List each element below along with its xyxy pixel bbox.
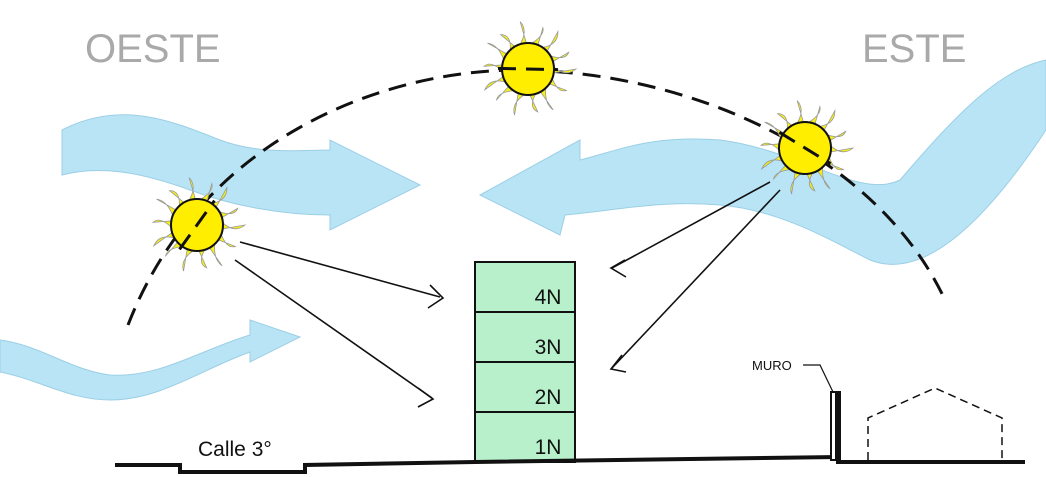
building: 4N 3N 2N 1N xyxy=(474,261,576,463)
radiation-lines-east xyxy=(609,181,781,373)
wall-label: MURO xyxy=(752,358,792,373)
floor-4n xyxy=(474,261,576,313)
floor-label: 2N xyxy=(535,386,562,409)
floor-3n xyxy=(474,311,576,363)
east-label: ESTE xyxy=(862,27,966,71)
floor-label: 4N xyxy=(535,286,562,309)
radiation-lines-west xyxy=(234,241,445,408)
sun-icon xyxy=(482,21,578,116)
wall: MURO xyxy=(752,358,841,461)
wind-arrow-icon xyxy=(61,114,422,231)
neighbor-house-outline xyxy=(867,387,1003,460)
floor-label: 3N xyxy=(535,336,562,359)
west-label: OESTE xyxy=(85,27,221,71)
wind-arrow-icon xyxy=(478,59,1046,265)
sun-icon xyxy=(151,177,247,272)
sun-icon xyxy=(759,100,855,195)
wind-arrow-icon xyxy=(0,319,302,401)
sun-path-arc xyxy=(126,68,947,326)
floor-1n xyxy=(474,411,576,463)
floor-label: 1N xyxy=(535,436,562,459)
street-label: Calle 3° xyxy=(198,438,272,461)
